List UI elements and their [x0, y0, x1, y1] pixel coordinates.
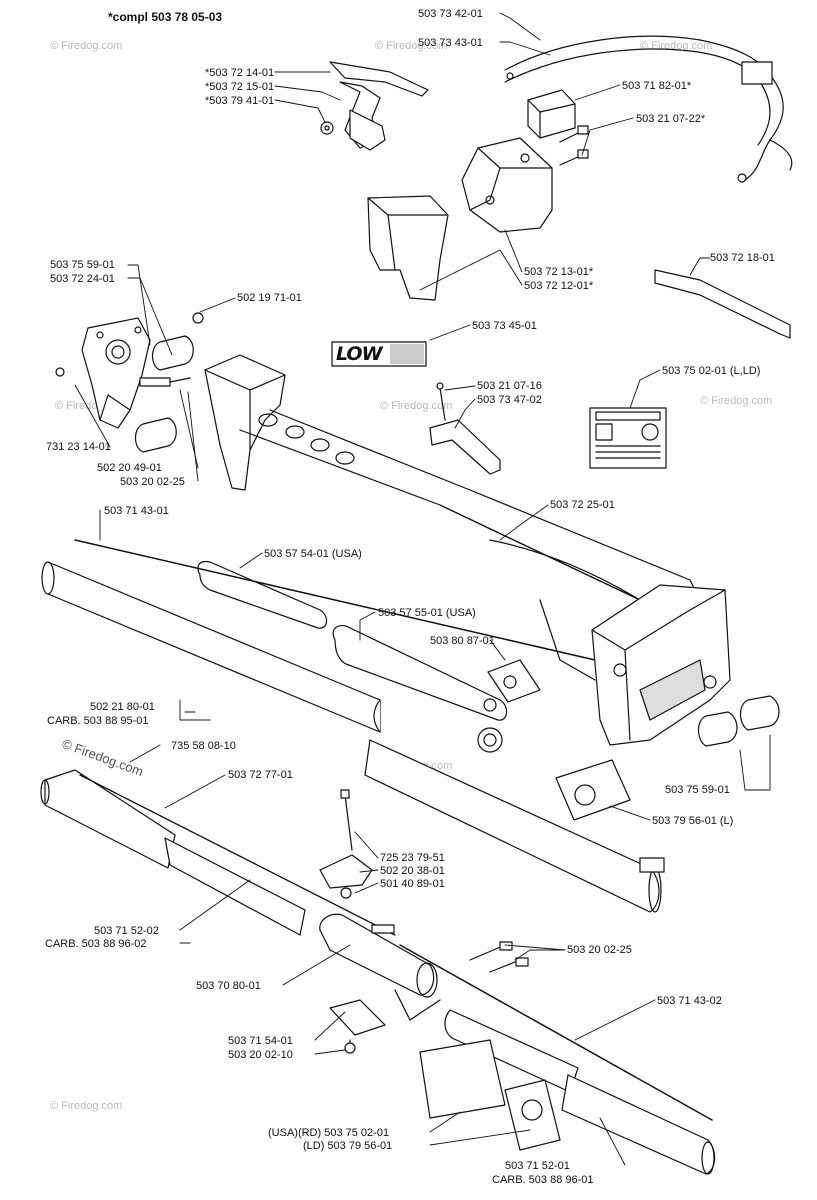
part-label: 503 20 02-10 [228, 1049, 293, 1061]
assembly-header: *compl 503 78 05-03 [108, 10, 223, 24]
part-label: 503 71 54-01 [228, 1035, 293, 1047]
rubber-dampers-left [55, 312, 204, 453]
part-label: 503 75 59-01 [50, 259, 115, 271]
part-label: 502 20 38-01 [380, 865, 445, 877]
screws-upper [559, 125, 589, 166]
part-label: 735 58 08-10 [171, 740, 236, 752]
upper-shaft-tube-rear [364, 739, 665, 913]
watermark: © Firedog.com [380, 400, 453, 412]
lower-drive-rod [399, 944, 713, 1121]
part-label: 503 57 54-01 (USA) [264, 548, 362, 560]
rubber-dampers-right [697, 695, 780, 747]
wiring-harness [504, 35, 793, 183]
part-label: 502 20 49-01 [97, 462, 162, 474]
watermark: © Firedog.com [375, 40, 448, 52]
part-label: 503 72 25-01 [550, 499, 615, 511]
sticker-503808701 [487, 659, 541, 703]
part-label: 503 79 56-01 (L) [652, 815, 734, 827]
lower-shaft-tube [40, 769, 396, 936]
part-label: (LD) 503 79 56-01 [303, 1140, 393, 1152]
drive-shaft-rod [74, 539, 596, 661]
part-label: CARB. 503 88 95-01 [47, 715, 149, 727]
clamp-part [429, 382, 501, 475]
part-label: 503 71 82-01* [622, 80, 692, 92]
part-label: 503 72 12-01* [524, 280, 594, 292]
part-label: 503 72 18-01 [710, 252, 775, 264]
part-label: 725 23 79-51 [380, 852, 445, 864]
part-label: 503 75 59-01 [665, 784, 730, 796]
watermark: © Firedog.com [50, 1100, 123, 1112]
engine-housing [539, 584, 731, 746]
part-label: *503 79 41-01 [205, 95, 275, 107]
handle-grip [367, 195, 449, 301]
part-label: 503 71 43-02 [657, 995, 722, 1007]
low-decal-text: LOW [336, 343, 383, 365]
throttle-cable [489, 539, 641, 601]
part-label: 501 40 89-01 [380, 878, 445, 890]
part-label: *503 72 14-01 [205, 67, 275, 79]
warning-label-lower [419, 1039, 561, 1151]
part-label: 503 75 02-01 (L,LD) [662, 365, 761, 377]
part-label: 503 80 87-01 [430, 635, 495, 647]
main-shaft-housing [204, 354, 701, 601]
part-label: 503 72 13-01* [524, 266, 594, 278]
decal-503795601 [555, 759, 631, 821]
mount-bracket [81, 317, 151, 429]
part-label: 503 73 47-02 [477, 394, 542, 406]
watermark: © Firedog.com [700, 395, 773, 407]
watermark: © Firedog.com [50, 40, 123, 52]
shaft-decals [197, 560, 508, 753]
part-label: 503 73 45-01 [472, 320, 537, 332]
part-label: CARB. 503 88 96-01 [492, 1174, 594, 1186]
part-label: 503 20 02-25 [120, 476, 185, 488]
upper-shaft-tube [41, 561, 381, 733]
handle-housing [461, 137, 553, 233]
lower-outer-tubes [444, 1009, 716, 1175]
part-label: 503 21 07-16 [477, 380, 542, 392]
part-label: 503 73 43-01 [418, 37, 483, 49]
part-label: 503 21 07-22* [636, 113, 706, 125]
part-label: 503 71 43-01 [104, 505, 169, 517]
part-label: 731 23 14-01 [46, 441, 111, 453]
low-decal [331, 341, 427, 367]
shaft-coupler [319, 913, 441, 1021]
clamp-bracket [329, 999, 386, 1054]
part-label: *503 72 15-01 [205, 81, 275, 93]
part-label: 502 19 71-01 [237, 292, 302, 304]
throttle-trigger [320, 61, 429, 151]
leader-lines [74, 12, 771, 1166]
stop-switch [527, 89, 576, 139]
part-label: 503 70 80-01 [196, 980, 261, 992]
part-label: 502 21 80-01 [90, 701, 155, 713]
warning-label-l-ld [589, 407, 667, 469]
clamp-knob [319, 789, 373, 899]
part-label: (USA)(RD) 503 75 02-01 [268, 1127, 390, 1139]
part-label: 503 57 55-01 (USA) [378, 607, 476, 619]
strap-bar [654, 269, 791, 339]
part-label: 503 72 24-01 [50, 273, 115, 285]
part-label: 503 73 42-01 [418, 8, 483, 20]
part-label: 503 71 52-02 [94, 925, 159, 937]
part-label: 503 20 02-25 [567, 944, 632, 956]
part-label: CARB. 503 88 96-02 [45, 938, 147, 950]
part-label: 503 72 77-01 [228, 769, 293, 781]
part-label: 503 71 52-01 [505, 1160, 570, 1172]
